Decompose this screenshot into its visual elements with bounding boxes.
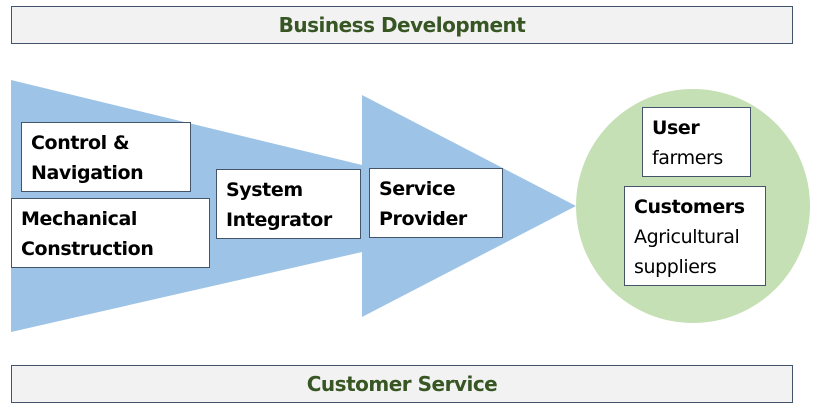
customer-service-banner: Customer Service [11, 365, 793, 403]
service-provider-line2: Provider [379, 208, 467, 230]
control-navigation-line2: Navigation [31, 162, 144, 184]
control-navigation-line1: Control & [31, 132, 130, 154]
customers-box: Customers Agricultural suppliers [624, 186, 766, 286]
service-provider-box: Service Provider [369, 168, 503, 238]
user-box: User farmers [642, 107, 751, 177]
user-title: User [652, 117, 700, 139]
customer-service-label: Customer Service [306, 372, 498, 396]
user-description: farmers [652, 147, 723, 169]
mechanical-construction-line2: Construction [21, 238, 154, 260]
customers-description-line2: suppliers [634, 256, 717, 278]
customers-title: Customers [634, 196, 745, 218]
system-integrator-line2: Integrator [226, 209, 332, 231]
business-development-banner: Business Development [11, 6, 793, 44]
business-development-label: Business Development [278, 13, 526, 37]
mechanical-construction-line1: Mechanical [21, 208, 138, 230]
customers-description-line1: Agricultural [634, 226, 740, 248]
control-navigation-box: Control & Navigation [21, 122, 191, 192]
system-integrator-line1: System [226, 179, 303, 201]
mechanical-construction-box: Mechanical Construction [11, 198, 210, 268]
system-integrator-box: System Integrator [216, 169, 361, 239]
service-provider-line1: Service [379, 178, 456, 200]
